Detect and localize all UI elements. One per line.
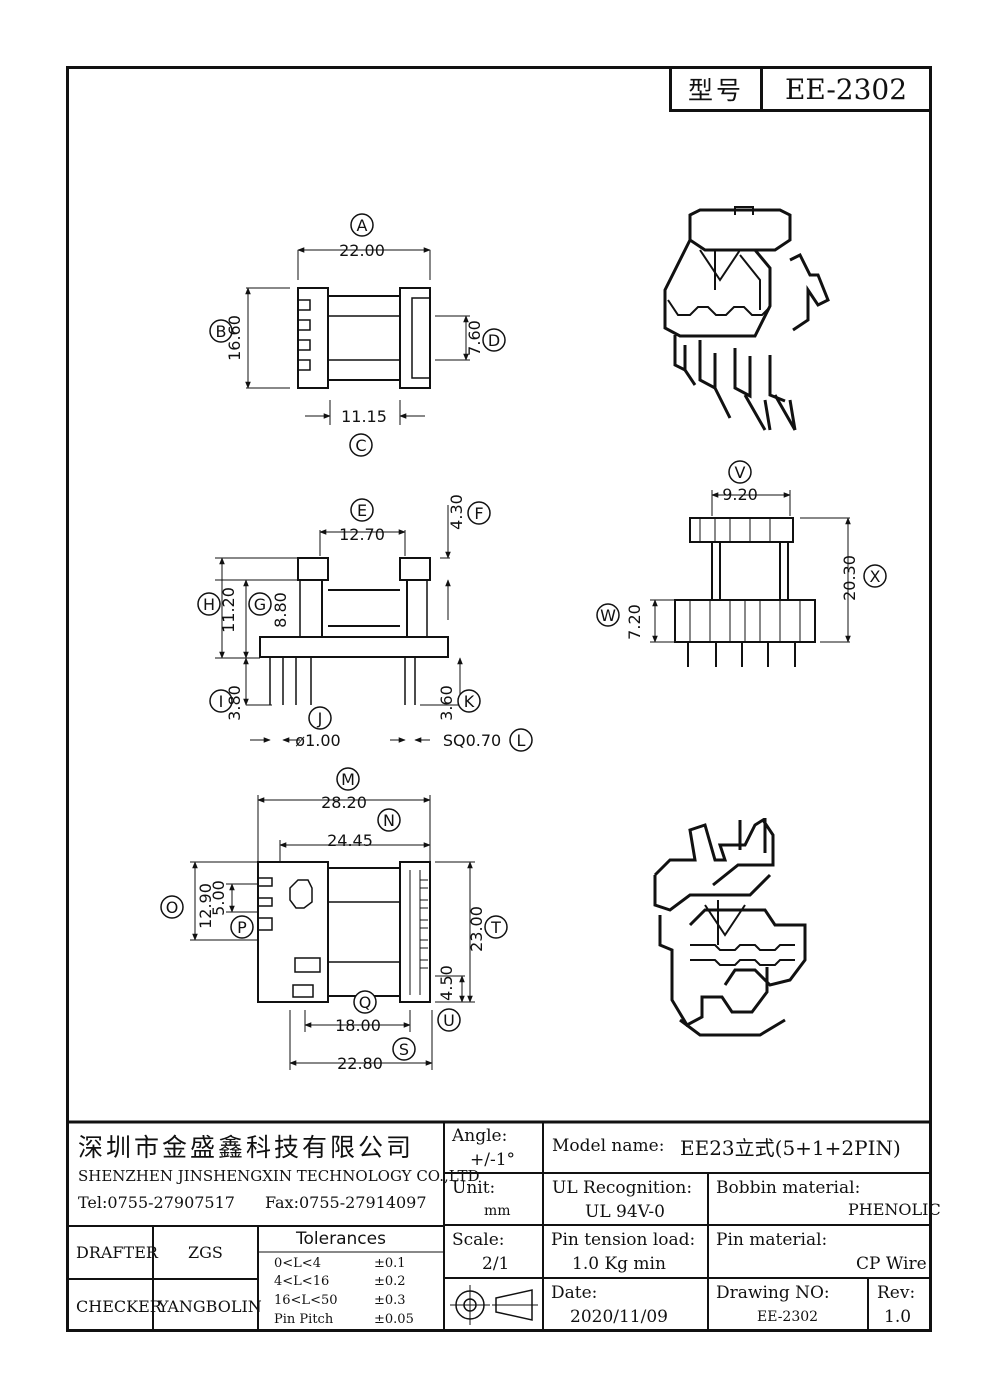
- dim-C-value: 11.15: [341, 407, 387, 426]
- drawing-frame: [66, 66, 932, 1332]
- checker-value: YANGBOLIN: [158, 1297, 262, 1316]
- checker-label: CHECKER: [76, 1297, 162, 1316]
- company-name-en: SHENZHEN JINSHENGXIN TECHNOLOGY CO.,LTD: [78, 1167, 480, 1185]
- dim-G-letter: G: [254, 595, 266, 614]
- tolerance-value-4: ±0.05: [374, 1312, 414, 1327]
- dim-X-value: 20.30: [840, 555, 859, 601]
- tolerance-value-2: ±0.2: [374, 1274, 406, 1289]
- tolerance-range-1: 0<L<4: [274, 1256, 321, 1271]
- dim-D-letter: D: [488, 331, 500, 350]
- tolerance-value-3: ±0.3: [374, 1293, 406, 1308]
- drafter-label: DRAFTER: [76, 1243, 158, 1262]
- dim-L-value: SQ0.70: [443, 731, 501, 750]
- isometric-view-bottom: [653, 817, 807, 1037]
- dim-V-letter: V: [735, 463, 746, 482]
- dim-N-letter: N: [383, 811, 395, 830]
- dim-P-value: 5.00: [209, 880, 228, 916]
- dim-B-letter: B: [216, 322, 227, 341]
- dim-K-value: 3.60: [437, 685, 456, 721]
- dim-W-value: 7.20: [625, 604, 644, 640]
- dim-J-value: ø1.00: [295, 731, 340, 750]
- dim-X-letter: X: [870, 567, 881, 586]
- dim-A-letter: A: [357, 216, 368, 235]
- pin-material-label: Pin material:: [716, 1230, 828, 1250]
- side-view: [215, 505, 463, 743]
- dim-A-value: 22.00: [339, 241, 385, 260]
- dim-D-value: 7.60: [465, 320, 484, 356]
- tolerances-title: Tolerances: [296, 1229, 386, 1249]
- bobbin-label: Bobbin material:: [716, 1178, 861, 1198]
- tolerance-range-3: 16<L<50: [274, 1293, 338, 1308]
- dim-T-letter: T: [490, 918, 501, 937]
- dim-I-letter: I: [219, 692, 224, 711]
- front-view: [650, 490, 851, 667]
- date-value: 2020/11/09: [570, 1307, 668, 1327]
- dim-Q-value: 18.00: [335, 1016, 381, 1035]
- dim-O-letter: O: [166, 898, 179, 917]
- dim-W-letter: W: [600, 606, 616, 625]
- isometric-view-top: [663, 206, 830, 431]
- dim-O-value: 12.90: [196, 883, 215, 929]
- rev-value: 1.0: [884, 1307, 912, 1327]
- angle-value: +/-1°: [470, 1150, 516, 1170]
- dim-N-value: 24.45: [327, 831, 373, 850]
- dim-Q-letter: Q: [359, 993, 372, 1012]
- dim-F-letter: F: [474, 504, 483, 523]
- pin-material-value: CP Wire: [856, 1254, 927, 1274]
- dim-S-letter: S: [399, 1040, 409, 1059]
- rev-label: Rev:: [877, 1283, 916, 1303]
- dim-M-letter: M: [341, 770, 355, 789]
- dim-S-value: 22.80: [337, 1054, 383, 1073]
- dim-P-letter: P: [237, 918, 247, 937]
- bottom-view: [190, 795, 475, 1070]
- part-number-cell: EE-2302: [760, 66, 932, 112]
- drafter-value: ZGS: [188, 1243, 223, 1262]
- projection-symbol-icon: [450, 1285, 538, 1325]
- dim-L-letter: L: [517, 731, 526, 750]
- pin-tension-value: 1.0 Kg min: [572, 1254, 666, 1274]
- scale-label: Scale:: [452, 1230, 505, 1250]
- dim-F-value: 4.30: [447, 494, 466, 530]
- company-fax: Fax:0755-27914097: [265, 1193, 427, 1212]
- dim-I-value: 3.80: [225, 685, 244, 721]
- top-view: [245, 247, 470, 425]
- dim-C-letter: C: [355, 436, 366, 455]
- dim-H-value: 11.20: [219, 587, 238, 633]
- ul-label: UL Recognition:: [552, 1178, 693, 1198]
- angle-label: Angle:: [452, 1126, 508, 1146]
- dim-V-value: 9.20: [722, 485, 758, 504]
- tolerance-range-2: 4<L<16: [274, 1274, 330, 1289]
- drawing-no-label: Drawing NO:: [716, 1283, 830, 1303]
- dim-G-value: 8.80: [271, 592, 290, 628]
- model-value: EE23立式(5+1+2PIN): [680, 1136, 901, 1160]
- scale-value: 2/1: [482, 1254, 510, 1274]
- dim-T-value: 23.00: [467, 906, 486, 952]
- unit-value: mm: [484, 1203, 511, 1219]
- company-tel: Tel:0755-27907517: [78, 1193, 235, 1212]
- type-label: 型号: [687, 76, 744, 105]
- bobbin-value: PHENOLIC: [848, 1200, 941, 1219]
- dim-E-value: 12.70: [339, 525, 385, 544]
- title-block-grid: [66, 1120, 932, 1332]
- dim-J-letter: J: [317, 709, 323, 728]
- pin-tension-label: Pin tension load:: [551, 1230, 696, 1250]
- date-label: Date:: [551, 1283, 598, 1303]
- dim-U-letter: U: [443, 1011, 455, 1030]
- dim-K-letter: K: [464, 692, 475, 711]
- ul-value: UL 94V-0: [585, 1202, 665, 1222]
- tolerance-value-1: ±0.1: [374, 1256, 406, 1271]
- tolerance-range-4: Pin Pitch: [274, 1312, 334, 1327]
- dim-E-letter: E: [357, 501, 367, 520]
- drawing-no-value: EE-2302: [757, 1309, 819, 1325]
- dim-U-value: 4.50: [437, 965, 456, 1001]
- model-label: Model name:: [552, 1136, 665, 1156]
- part-number: EE-2302: [784, 72, 908, 106]
- dim-H-letter: H: [203, 595, 215, 614]
- dim-M-value: 28.20: [321, 793, 367, 812]
- company-name-cn: 深圳市金盛鑫科技有限公司: [78, 1133, 415, 1162]
- unit-label: Unit:: [452, 1178, 496, 1198]
- dim-B-value: 16.60: [225, 315, 244, 361]
